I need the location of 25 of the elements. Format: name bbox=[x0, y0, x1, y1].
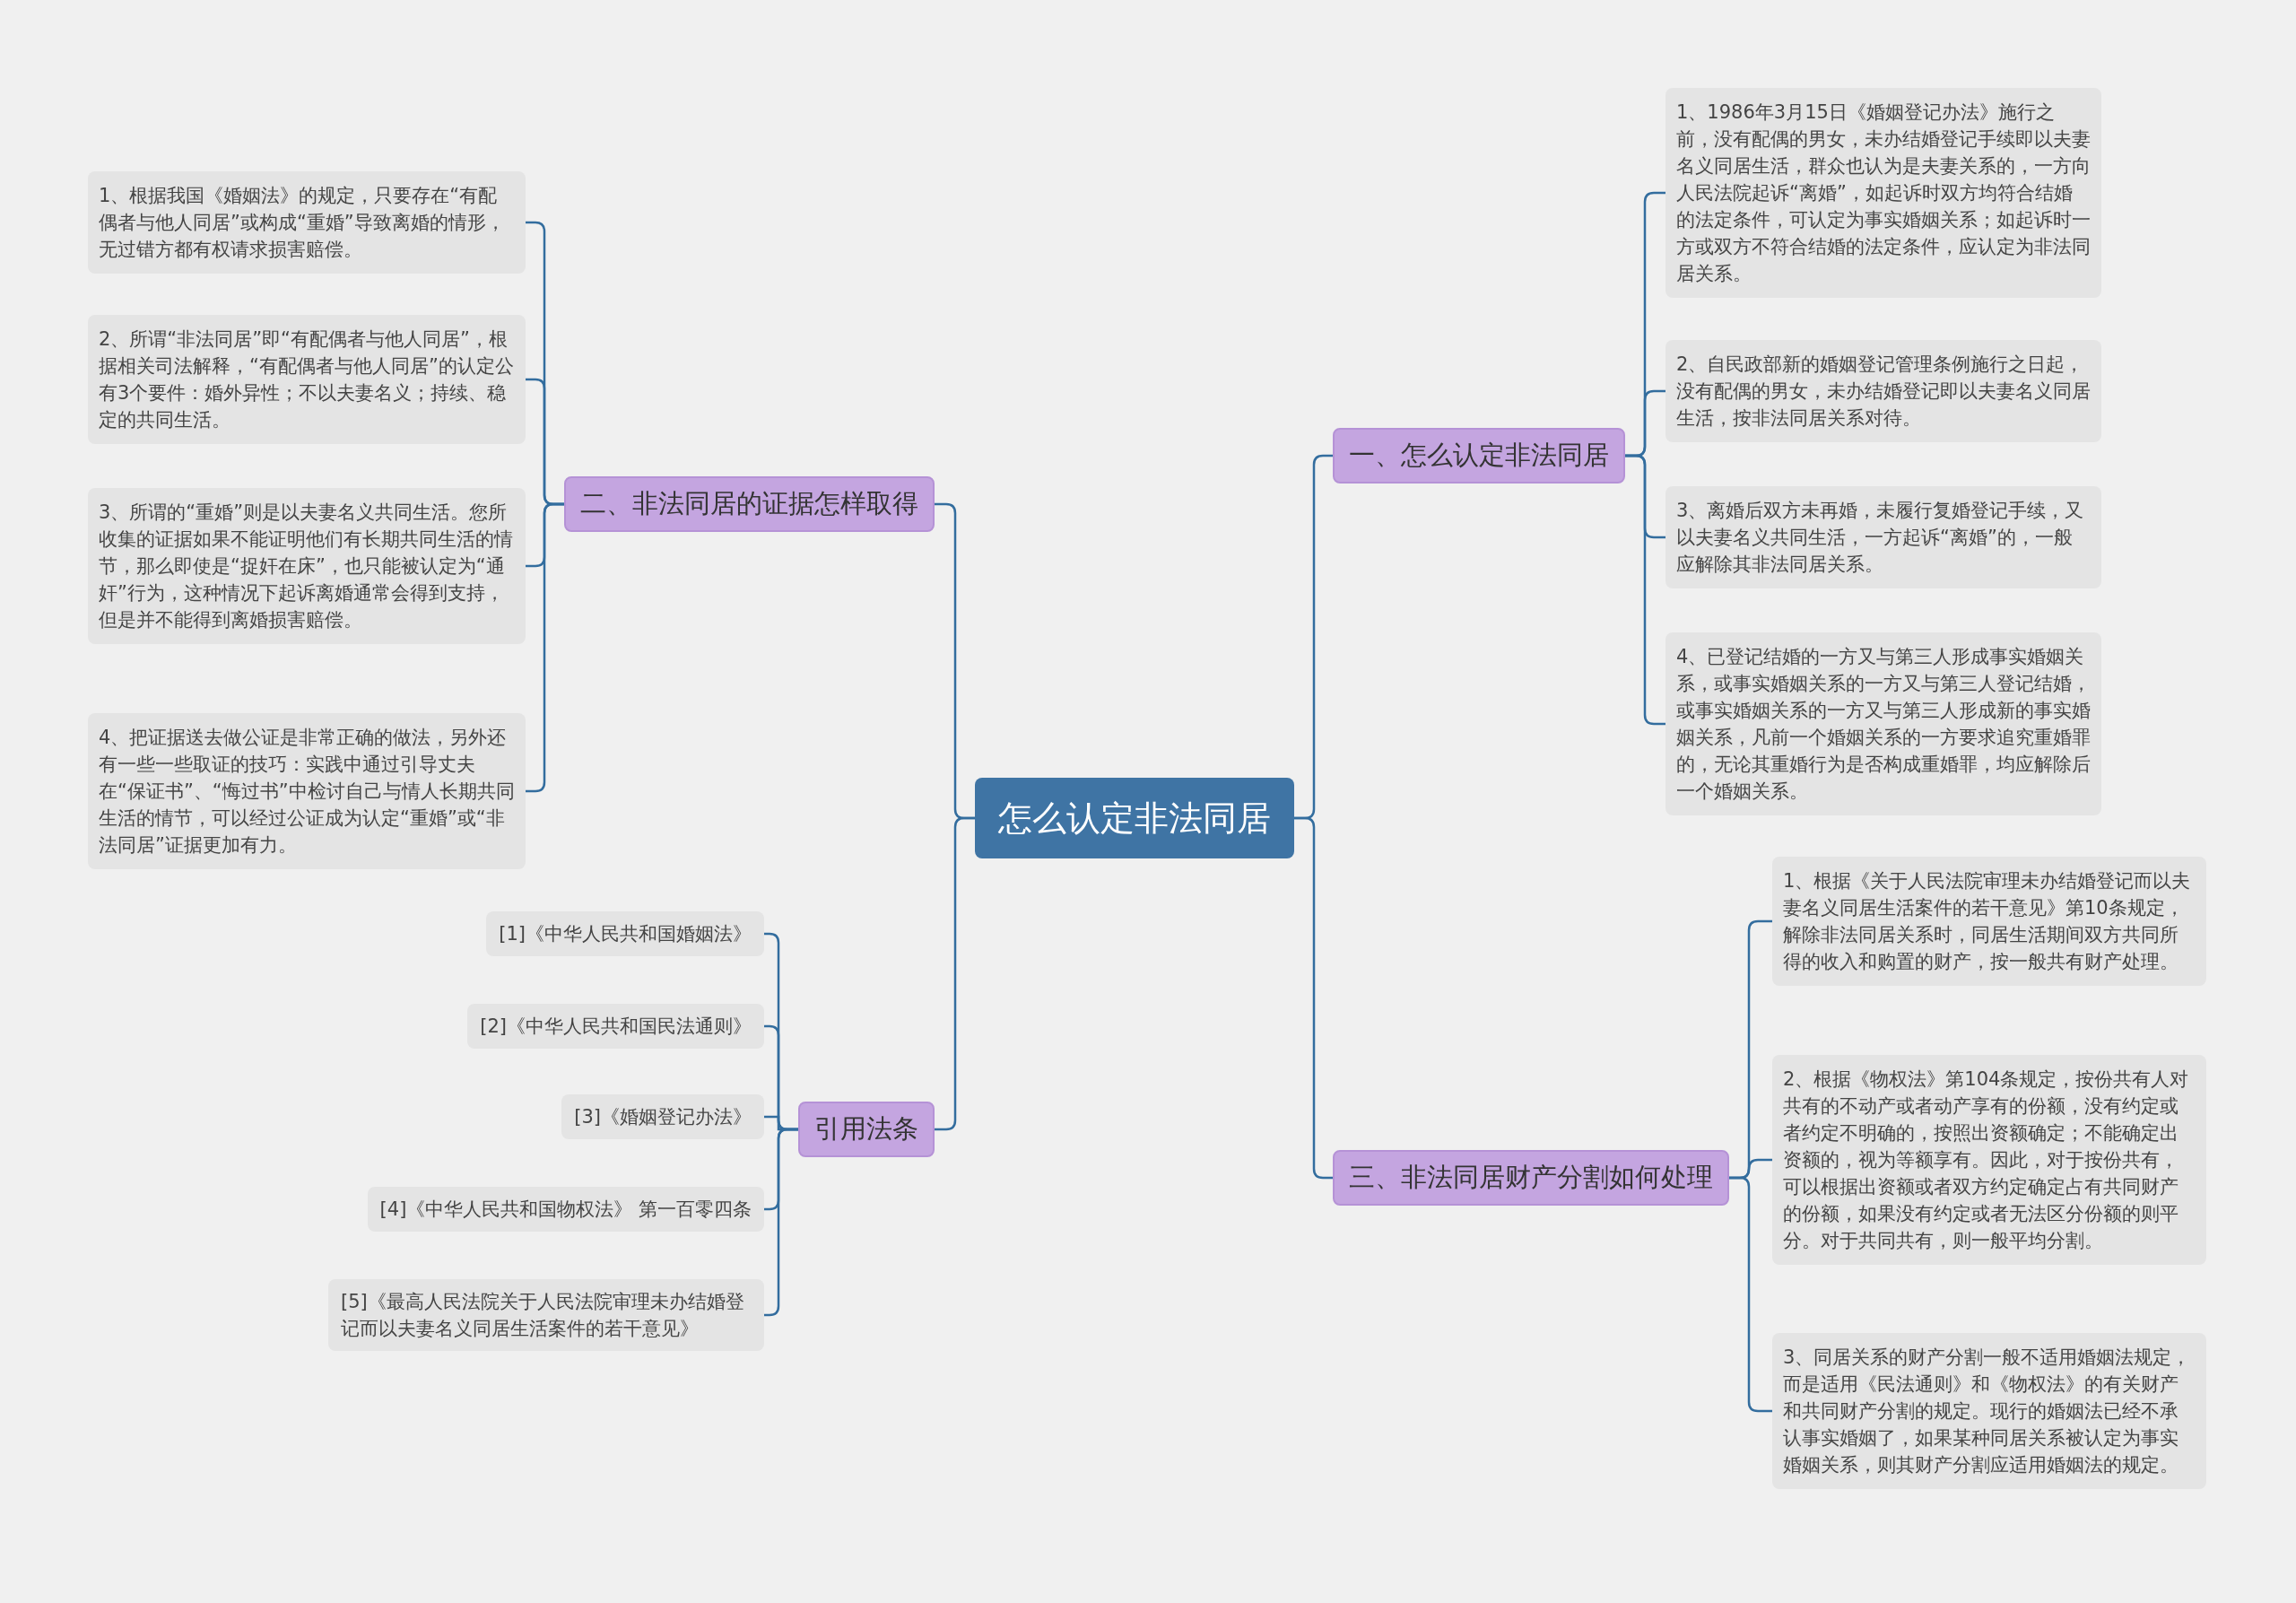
branch-topic: 引用法条 bbox=[798, 1102, 935, 1157]
note-card: 3、离婚后双方未再婚，未履行复婚登记手续，又以夫妻名义共同生活，一方起诉“离婚”的，一般应解除其非法同居关系。 bbox=[1665, 486, 2101, 588]
reference-card: [5]《最高人民法院关于人民法院审理未办结婚登记而以夫妻名义同居生活案件的若干意见》 bbox=[328, 1279, 764, 1351]
reference-card: [4]《中华人民共和国物权法》 第一百零四条 bbox=[367, 1187, 764, 1232]
connector-line bbox=[1294, 816, 1333, 1180]
reference-card: [2]《中华人民共和国民法通则》 bbox=[467, 1004, 764, 1049]
branch-topic: 三、非法同居财产分割如何处理 bbox=[1333, 1150, 1729, 1206]
connector-line bbox=[526, 502, 564, 793]
reference-card: [3]《婚姻登记办法》 bbox=[561, 1094, 764, 1139]
note-card: 1、根据我国《婚姻法》的规定，只要存在“有配偶者与他人同居”或构成“重婚”导致离婚的情形，无过错方都有权请求损害赔偿。 bbox=[88, 171, 526, 274]
note-card: 2、自民政部新的婚姻登记管理条例施行之日起，没有配偶的男女，未办结婚登记即以夫妻名义同居生活，按非法同居关系对待。 bbox=[1665, 340, 2101, 442]
note-card: 4、把证据送去做公证是非常正确的做法，另外还有一些一些取证的技巧：实践中通过引导丈夫在“保证书”、“悔过书”中检讨自己与情人长期共同生活的情节，可以经过公证成为认定“重婚”或“非法同居”证据更加有力。 bbox=[88, 713, 526, 869]
note-card: 3、同居关系的财产分割一般不适用婚姻法规定，而是适用《民法通则》和《物权法》的有关财产和共同财产分割的规定。现行的婚姻法已经不承认事实婚姻了，如果某种同居关系被认定为事实婚姻关系，则其财产分割应适用婚姻法的规定。 bbox=[1772, 1333, 2206, 1489]
central-topic: 怎么认定非法同居 bbox=[975, 778, 1294, 858]
connector-line bbox=[935, 816, 975, 1131]
branch-topic: 一、怎么认定非法同居 bbox=[1333, 428, 1625, 484]
connector-line bbox=[1625, 454, 1665, 726]
note-card: 3、所谓的“重婚”则是以夫妻名义共同生活。您所收集的证据如果不能证明他们有长期共同生活的情节，那么即使是“捉奸在床”，也只能被认定为“通奸”行为，这种情况下起诉离婚通常会得到支持，但是并不能得到离婚损害赔偿。 bbox=[88, 488, 526, 644]
branch-topic: 二、非法同居的证据怎样取得 bbox=[564, 476, 935, 532]
note-card: 1、1986年3月15日《婚姻登记办法》施行之前，没有配偶的男女，未办结婚登记手续即以夫妻名义同居生活，群众也认为是夫妻关系的，一方向人民法院起诉“离婚”，如起诉时双方均符合结婚的法定条件，可认定为事实婚姻关系；如起诉时一方或双方不符合结婚的法定条件，应认定为非法同居关系。 bbox=[1665, 88, 2101, 298]
note-card: 4、已登记结婚的一方又与第三人形成事实婚姻关系，或事实婚姻关系的一方又与第三人登记结婚，或事实婚姻关系的一方又与第三人形成新的事实婚姻关系，凡前一个婚姻关系的一方要求追究重婚罪的，无论其重婚行为是否构成重婚罪，均应解除后一个婚姻关系。 bbox=[1665, 632, 2101, 815]
note-card: 2、所谓“非法同居”即“有配偶者与他人同居”，根据相关司法解释，“有配偶者与他人同居”的认定公有3个要件：婚外异性；不以夫妻名义；持续、稳定的共同生活。 bbox=[88, 315, 526, 444]
note-card: 1、根据《关于人民法院审理未办结婚登记而以夫妻名义同居生活案件的若干意见》第10条规定，解除非法同居关系时，同居生活期间双方共同所得的收入和购置的财产，按一般共有财产处理。 bbox=[1772, 857, 2206, 986]
note-card: 2、根据《物权法》第104条规定，按份共有人对共有的不动产或者动产享有的份额，没有约定或者约定不明确的，按照出资额确定；不能确定出资额的，视为等额享有。因此，对于按份共有，可以根据出资额或者双方约定确定占有共同财产的份额，如果没有约定或者无法区分份额的则平分。对于共同共有，则一般平均分割。 bbox=[1772, 1055, 2206, 1265]
reference-card: [1]《中华人民共和国婚姻法》 bbox=[486, 911, 764, 956]
